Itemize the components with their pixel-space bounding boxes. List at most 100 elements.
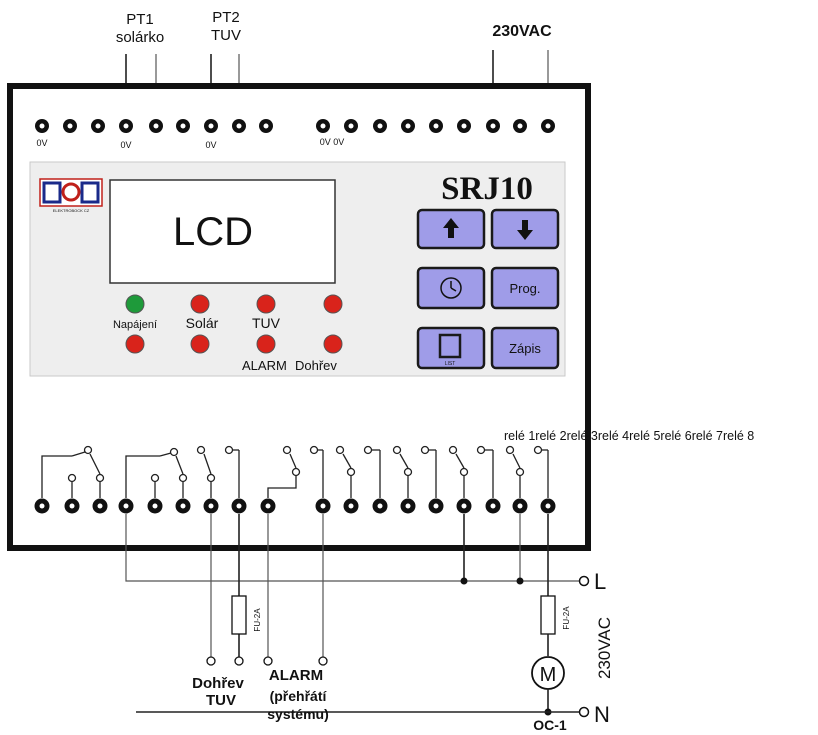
terminal-screw bbox=[119, 119, 133, 133]
power-led bbox=[125, 294, 145, 314]
up-button[interactable] bbox=[416, 208, 486, 250]
neutral-terminal bbox=[578, 706, 590, 718]
reheat-led-label: Dohřev bbox=[295, 358, 337, 373]
terminal-screw bbox=[259, 119, 273, 133]
zero-volt-label: 0V bbox=[120, 140, 131, 150]
aux-led bbox=[323, 294, 343, 314]
prog-button-label: Prog. bbox=[509, 281, 540, 296]
power-led-label: Napájení bbox=[113, 319, 157, 331]
terminal-screw bbox=[149, 119, 163, 133]
terminal-screw bbox=[315, 498, 331, 514]
motor-label: M bbox=[540, 664, 557, 686]
terminal-screw bbox=[541, 119, 555, 133]
terminal-screw bbox=[232, 119, 246, 133]
terminal-screw bbox=[428, 498, 444, 514]
pt1-label: PT1 bbox=[126, 11, 154, 28]
terminal-screw bbox=[344, 119, 358, 133]
terminal-screw bbox=[203, 498, 219, 514]
fuse-right-label: FU-2A bbox=[562, 606, 571, 630]
alarm-output-sublabel: (přehřátí bbox=[270, 688, 328, 704]
bottom-terminal-row bbox=[34, 498, 556, 514]
top-terminal-row bbox=[35, 119, 555, 133]
reheat-output-label: Dohřev bbox=[192, 675, 244, 692]
clock-button[interactable] bbox=[416, 266, 486, 310]
alarm-output-sublabel-2: systému) bbox=[267, 706, 328, 722]
terminal-screw bbox=[401, 119, 415, 133]
relay-label: relé 4 bbox=[598, 429, 629, 443]
tuv-led bbox=[256, 294, 276, 314]
led-row2-1 bbox=[125, 334, 145, 354]
terminal-screw bbox=[118, 498, 134, 514]
terminal-screw bbox=[457, 119, 471, 133]
terminal-screw bbox=[175, 498, 191, 514]
logo-text: ELEKTROBOCK CZ bbox=[53, 208, 90, 213]
down-button[interactable] bbox=[490, 208, 560, 250]
terminal-screw bbox=[540, 498, 556, 514]
relay-label: relé 1 bbox=[504, 429, 535, 443]
alarm-output-label: ALARM bbox=[269, 667, 323, 684]
terminal-screw bbox=[35, 119, 49, 133]
external-wiring: FU-2A FU-2A M bbox=[125, 514, 590, 718]
terminal-screw bbox=[147, 498, 163, 514]
terminal-screw bbox=[513, 119, 527, 133]
list-icon bbox=[438, 333, 462, 359]
arrow-up-icon bbox=[443, 218, 459, 238]
pt2-sublabel: TUV bbox=[211, 27, 241, 44]
terminal-screw bbox=[231, 498, 247, 514]
relay-labels: relé 1relé 2relé 3relé 4relé 5relé 6relé… bbox=[504, 429, 754, 443]
oc-label: OC-1 bbox=[533, 717, 567, 733]
led-row2-2 bbox=[190, 334, 210, 354]
lcd-label: LCD bbox=[173, 210, 253, 254]
prog-button[interactable]: Prog. bbox=[490, 266, 560, 310]
model-title: SRJ10 bbox=[441, 171, 533, 207]
neutral-label: N bbox=[594, 702, 610, 727]
write-button[interactable]: Zápis bbox=[490, 326, 560, 370]
tuv-led-label: TUV bbox=[252, 315, 281, 331]
line-label: L bbox=[594, 569, 606, 594]
alarm-led bbox=[256, 334, 276, 354]
pt2-label: PT2 bbox=[212, 9, 240, 26]
relay-contacts bbox=[41, 445, 549, 498]
terminal-screw bbox=[343, 498, 359, 514]
zero-volt-label: 0V bbox=[36, 138, 47, 148]
fuse-left-label: FU-2A bbox=[253, 608, 262, 632]
fuse-right bbox=[540, 595, 556, 635]
zero-volt-label: 0V bbox=[205, 140, 216, 150]
relay-label: relé 8 bbox=[723, 429, 754, 443]
relay-label: relé 2 bbox=[535, 429, 566, 443]
terminal-screw bbox=[372, 498, 388, 514]
relay-label: relé 3 bbox=[567, 429, 598, 443]
pt1-sublabel: solárko bbox=[116, 29, 164, 46]
terminal-screw bbox=[429, 119, 443, 133]
power-label: 230VAC bbox=[492, 23, 552, 40]
terminal-screw bbox=[512, 498, 528, 514]
clock-icon bbox=[440, 277, 462, 299]
terminal-screw bbox=[34, 498, 50, 514]
relay-label: relé 5 bbox=[629, 429, 660, 443]
list-button[interactable]: LIST bbox=[416, 326, 486, 370]
terminal-screw bbox=[486, 119, 500, 133]
arrow-down-icon bbox=[517, 220, 533, 240]
fuse-left bbox=[231, 595, 247, 635]
reheat-output-sublabel: TUV bbox=[206, 692, 236, 709]
solar-led bbox=[190, 294, 210, 314]
elektrobock-logo: ELEKTROBOCK CZ bbox=[39, 178, 103, 213]
solar-led-label: Solár bbox=[186, 315, 219, 331]
terminal-screw bbox=[316, 119, 330, 133]
write-button-label: Zápis bbox=[509, 341, 541, 356]
relay-label: relé 7 bbox=[692, 429, 723, 443]
terminal-screw bbox=[400, 498, 416, 514]
terminal-screw bbox=[260, 498, 276, 514]
terminal-screw bbox=[176, 119, 190, 133]
alarm-led-label: ALARM bbox=[242, 358, 287, 373]
terminal-screw bbox=[92, 498, 108, 514]
lcd-display bbox=[109, 179, 336, 284]
terminal-screw bbox=[373, 119, 387, 133]
terminal-screw bbox=[64, 498, 80, 514]
terminal-screw bbox=[63, 119, 77, 133]
list-icon-caption: LIST bbox=[445, 361, 456, 367]
zero-volt-pair-label: 0V 0V bbox=[320, 137, 345, 147]
supply-label: 230VAC bbox=[595, 617, 614, 679]
terminal-screw bbox=[204, 119, 218, 133]
